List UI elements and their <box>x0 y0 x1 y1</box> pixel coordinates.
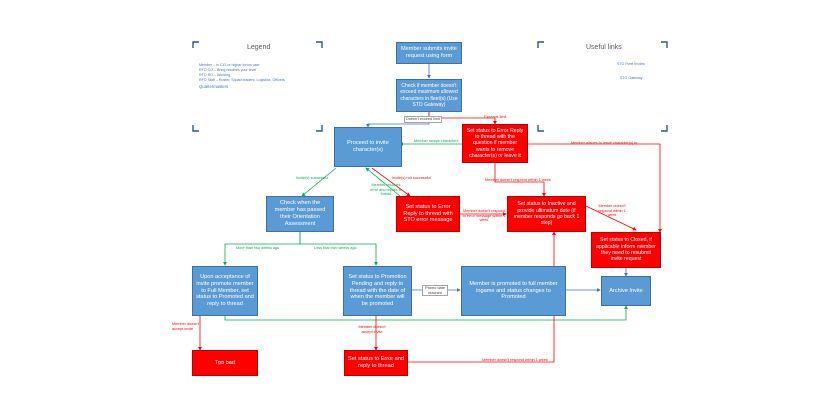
arrow-proceed-check-oa <box>301 167 337 197</box>
label-no-respond-1w-b: Member doesn't respond within 1 week <box>598 204 626 218</box>
legend-title: Legend <box>247 44 271 51</box>
node-closed: Set status to Closed, if applicable info… <box>591 232 661 268</box>
node-inactive: Set status to Inactive and provide ultim… <box>507 196 586 232</box>
links-bracket-tr <box>661 41 668 48</box>
legend-bracket-br <box>316 125 323 132</box>
node-too-bad: Too bad <box>192 350 258 376</box>
link-sto-gateway[interactable]: STO Gateway <box>620 76 643 80</box>
label-no-accept-2: Member doesn't accept invite <box>358 325 386 334</box>
label-no-respond-2w: Member doesn't respond to error message … <box>462 209 506 223</box>
arrow-checkoa-pending <box>299 232 378 266</box>
links-bracket-br <box>661 125 668 132</box>
label-doesnt-exceed: Doesn't exceed limit <box>404 116 442 123</box>
label-no-respond-1w-a: Member doesn't respond within 1 week <box>485 178 551 182</box>
arrow-inactive-closed <box>585 205 637 231</box>
label-invites-fail: Invite(s) not successful <box>392 176 431 180</box>
legend-bracket-bl <box>192 125 199 132</box>
node-submit: Member submits invite request using form <box>396 42 462 64</box>
node-error-sto: Set status to Error Reply to thread with… <box>396 196 460 232</box>
legend-footer: Quartermasters <box>199 84 229 89</box>
links-bracket-bl <box>537 125 544 132</box>
legend-item-member: Member – is C13 or higher forum user <box>199 63 260 67</box>
label-invites-success: Invite(s) successful <box>296 176 329 180</box>
node-proceed: Proceed to invite character(s) <box>334 127 402 167</box>
label-exceeds: Exceeds limit <box>484 115 507 119</box>
node-archive: Archive Invite <box>601 276 651 306</box>
arrow-error-inactive <box>494 163 546 197</box>
legend-item-ro: RFO RO – Working <box>199 73 231 77</box>
link-fleet-invites[interactable]: STO Fleet Invites <box>617 62 645 66</box>
node-check-oa: Check when the member has passed their O… <box>266 196 334 232</box>
arrow-error-closed <box>528 143 662 233</box>
legend-bracket-tr <box>316 41 323 48</box>
node-promoted: Member is promoted to full member ingame… <box>461 266 566 316</box>
node-accept-full: Upon acceptance of invite promote member… <box>192 266 258 316</box>
label-promo-date: Promo date reached <box>422 285 448 297</box>
links-bracket-tl <box>537 41 544 48</box>
label-no-respond-bottom: Member doesn't respond within 1 week <box>482 358 548 362</box>
arrow-errorsto-proceed <box>365 167 401 197</box>
arrow-accept-archive <box>224 305 628 321</box>
label-more-two: More than two weeks ago <box>236 246 280 250</box>
legend-item-co: RFO CO – Bring resolves your level <box>199 68 257 72</box>
legend-item-staff: RFO Staff – Roster, Squad leaders, Logis… <box>199 78 285 82</box>
arrow-proceed-errorsto <box>371 167 411 197</box>
label-no-accept: Member doesn't accept invite <box>172 322 200 331</box>
label-resolves-error: Member resolves error and replies to thr… <box>370 183 402 197</box>
label-removes-chars: Member swaps characters <box>414 139 459 143</box>
node-check-chars: Check if member doesn't exceed maximum a… <box>396 79 462 112</box>
node-error-bottom: Set status to Error and reply to thread <box>344 350 408 376</box>
links-title: Useful links <box>586 44 622 51</box>
label-less-two: Less than two weeks ago <box>314 246 357 250</box>
legend-bracket-tl <box>192 41 199 48</box>
node-error-reply: Set status to Error Reply to thread with… <box>462 124 528 163</box>
label-wishes-leave: Member wishes to leave character(s) in <box>571 141 638 145</box>
arrow-check-error <box>428 112 497 125</box>
node-pending: Set status to Promotion Pending and repl… <box>343 266 412 316</box>
